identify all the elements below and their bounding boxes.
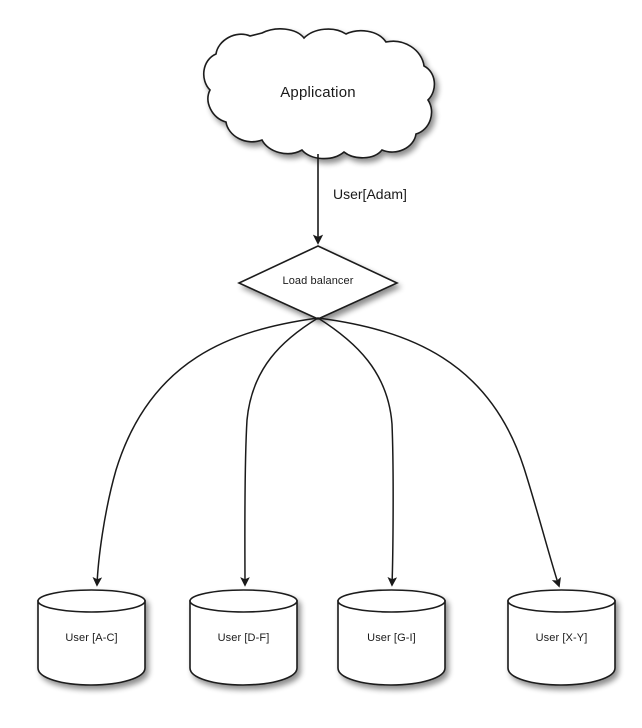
database-cylinder-4-shape [507, 589, 616, 686]
database-cylinder-2-shape [189, 589, 298, 686]
load-balancer-label: Load balancer [282, 275, 354, 287]
application-label: Application [280, 84, 356, 101]
database-label-1: User [A-C] [65, 632, 118, 644]
database-label-3: User [G-I] [367, 632, 416, 644]
edge-load-balancer-to-db-2 [240, 317, 319, 587]
edge-load-balancer-to-db-4 [317, 317, 561, 588]
database-label-4: User [X-Y] [535, 632, 588, 644]
application-cloud-shape [203, 28, 436, 160]
edge-label-user-adam: User[Adam] [333, 186, 407, 202]
database-label-2: User [D-F] [217, 632, 270, 644]
edge-load-balancer-to-db-3 [317, 317, 398, 587]
load-balancer-diamond-shape [237, 245, 399, 320]
database-cylinder-1-shape [37, 589, 146, 686]
database-cylinder-3-shape [337, 589, 446, 686]
edge-load-balancer-to-db-1 [92, 317, 319, 587]
